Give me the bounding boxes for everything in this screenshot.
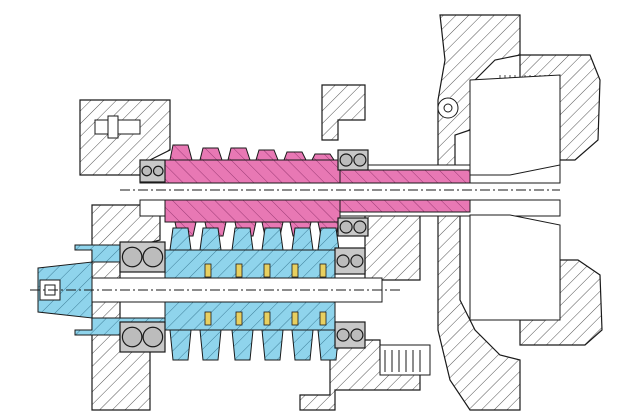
bearing-ball: [350, 328, 364, 342]
bearing-ball: [141, 165, 153, 177]
bearing-ball: [353, 220, 367, 234]
upper-shaft-gear-cluster: [120, 144, 561, 237]
gear-tooth: [231, 227, 254, 251]
gear-tooth: [317, 329, 340, 361]
bearing-ball: [121, 326, 143, 348]
bush: [319, 263, 327, 278]
bearing-ball: [336, 328, 350, 342]
gear-tooth: [291, 329, 314, 361]
bush: [263, 311, 271, 326]
housing-details: [94, 74, 561, 376]
bearing-ball: [121, 246, 143, 268]
ball-bearings: [119, 149, 369, 353]
lower-shaft-gear-cluster: [30, 227, 400, 361]
gear-tooth: [261, 329, 284, 361]
bearing-ball: [142, 246, 164, 268]
housing-casing: [79, 14, 603, 411]
bush: [319, 311, 327, 326]
bush: [235, 263, 243, 278]
bush: [235, 311, 243, 326]
bush: [291, 263, 299, 278]
bearing-ball: [339, 153, 353, 167]
bearing-ball: [353, 153, 367, 167]
gear-tooth: [199, 147, 223, 161]
bush: [291, 311, 299, 326]
bush: [204, 311, 212, 326]
gear-tooth: [169, 329, 192, 361]
gear-tooth: [169, 144, 193, 161]
gear-tooth: [255, 149, 279, 161]
gear-tooth: [311, 153, 335, 161]
gear-tooth: [227, 147, 251, 161]
bush: [263, 263, 271, 278]
gear-tooth: [231, 329, 254, 361]
gear-tooth: [199, 329, 222, 361]
gear-tooth: [283, 151, 307, 161]
bearing-ball: [336, 254, 350, 268]
gear-tooth: [261, 227, 284, 251]
bearing-race: [139, 159, 166, 183]
bearing-ball: [339, 220, 353, 234]
gear-tooth: [199, 227, 222, 251]
gear-tooth: [291, 227, 314, 251]
gear-tooth: [317, 227, 340, 251]
bush: [204, 263, 212, 278]
bearing-ball: [142, 326, 164, 348]
gear-tooth: [169, 227, 192, 251]
bearing-ball: [152, 165, 164, 177]
bearing-ball: [350, 254, 364, 268]
